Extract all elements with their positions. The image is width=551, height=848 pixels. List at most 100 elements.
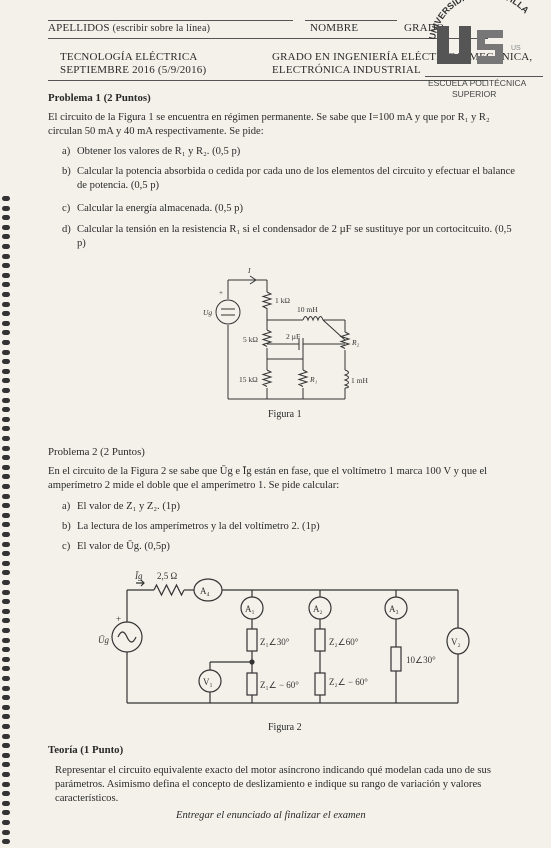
binding-ring — [2, 752, 10, 758]
binding-ring — [2, 455, 10, 461]
binding-ring — [2, 205, 10, 211]
label-z2a: Z₂∠60° — [329, 637, 359, 647]
binding-ring — [2, 340, 10, 345]
binding-ring — [2, 282, 10, 288]
label-rs: 2,5 Ω — [157, 571, 178, 581]
theory-title: Teoría (1 Punto) — [48, 744, 124, 756]
resistor-r2 — [339, 331, 351, 349]
item-text: Calcular la potencia absorbida o cedida … — [77, 166, 515, 191]
label-10mh: 10 mH — [297, 305, 318, 314]
label-r1: R₁ — [309, 375, 318, 384]
apellidos-hint: (escribir sobre la línea) — [112, 23, 211, 34]
problem1-intro-line-1: El circuito de la Figura 1 se encuentra … — [48, 112, 490, 123]
impedance-z2-neg60 — [314, 672, 326, 696]
logo-school-2: SUPERIOR — [452, 89, 496, 99]
item-text: Calcular la tensión en la resistencia R₁… — [77, 224, 512, 249]
binding-ring — [2, 215, 10, 221]
figure-2-caption: Figura 2 — [268, 722, 302, 733]
binding-ring — [2, 445, 10, 451]
resistor-2-5 — [153, 583, 185, 597]
nombre-line — [305, 20, 397, 21]
binding-ring — [2, 397, 10, 403]
item-text: Calcular la energía almacenada. (0,5 p) — [77, 203, 243, 214]
impedance-z1-30 — [246, 628, 258, 652]
impedance-10-30 — [390, 646, 402, 672]
degree-line-2: ELECTRÓNICA INDUSTRIAL — [272, 64, 421, 76]
binding-ring — [2, 551, 10, 557]
item-text: El valor de Ūg. (0,5p) — [77, 541, 170, 552]
figure-2-circuit: Īg 2,5 Ω A₄ A₁ A₂ A₃ V₂ V₁ Ūg + Z₁∠30° Z… — [98, 571, 470, 704]
course-info: TECNOLOGÍA ELÉCTRICA SEPTIEMBRE 2016 (5/… — [60, 51, 206, 77]
label-5k: 5 kΩ — [243, 335, 258, 344]
binding-ring — [2, 820, 10, 825]
label-a2: A₂ — [313, 604, 323, 614]
voltmeter-v2 — [446, 627, 470, 655]
footer-note: Entregar el enunciado al finalizar el ex… — [176, 810, 366, 821]
figure-1-caption: Figura 1 — [268, 409, 302, 420]
item-label: b) — [62, 166, 71, 177]
binding-ring — [2, 570, 10, 576]
binding-ring — [2, 263, 10, 269]
binding-ring — [2, 810, 10, 816]
impedance-z2-60 — [314, 628, 326, 652]
voltmeter-v1 — [198, 669, 222, 693]
node-dot — [249, 659, 255, 665]
label-plus: + — [116, 614, 121, 624]
label-1mh: 1 mH — [351, 376, 368, 385]
binding-ring — [2, 656, 10, 662]
label-current-i: I — [247, 266, 251, 275]
header-divider — [48, 38, 488, 39]
label-a1: A₁ — [245, 604, 255, 614]
resistor-1k — [261, 291, 273, 309]
label-v1: V₁ — [203, 677, 213, 687]
label-z1b: Z₁∠ − 60° — [260, 680, 299, 690]
current-arrow-ig — [136, 579, 145, 587]
binding-ring — [2, 781, 10, 787]
problem2-intro: En el circuito de la Figura 2 se sabe qu… — [48, 465, 528, 493]
item-label: b) — [62, 521, 71, 532]
binding-ring — [2, 311, 10, 317]
binding-ring — [2, 320, 10, 326]
binding-ring — [2, 618, 10, 624]
current-arrow — [249, 275, 257, 285]
binding-ring — [2, 599, 10, 605]
binding-ring — [2, 762, 10, 768]
binding-ring — [2, 272, 10, 278]
inductor-1mh — [343, 369, 349, 389]
binding-ring — [2, 196, 10, 201]
university-logo: UNIVERSIDAD DE SEVILLA US ESCUELA POLITÉ… — [425, 0, 543, 99]
binding-ring — [2, 426, 10, 432]
label-ug: Ūg — [98, 635, 109, 645]
problem1-intro: El circuito de la Figura 1 se encuentra … — [48, 111, 528, 139]
label-v2: V₂ — [451, 637, 461, 647]
item-label: c) — [62, 541, 71, 552]
logo-letters: US — [511, 45, 521, 52]
ammeter-a3 — [384, 596, 408, 620]
binding-ring — [2, 407, 10, 413]
label-a4: A₄ — [200, 586, 210, 596]
voltage-source-ug — [215, 299, 241, 325]
binding-ring — [2, 330, 10, 336]
resistor-r1 — [297, 369, 309, 387]
binding-ring — [2, 532, 10, 537]
binding-ring — [2, 388, 10, 393]
binding-ring — [2, 493, 10, 499]
binding-ring — [2, 292, 10, 297]
apellidos-label: APELLIDOS — [48, 22, 110, 34]
binding-ring — [2, 695, 10, 701]
exam-date: SEPTIEMBRE 2016 (5/9/2016) — [60, 64, 207, 76]
binding-ring — [2, 743, 10, 749]
label-ug: Ug — [203, 308, 212, 317]
binding-ring — [2, 647, 10, 653]
binding-ring — [2, 378, 10, 384]
grado-label: GRADO — [404, 22, 445, 34]
binding-ring — [2, 685, 10, 691]
binding-ring — [2, 608, 10, 614]
ammeter-a4 — [193, 578, 223, 602]
problem1-title: Problema 1 (2 Puntos) — [48, 92, 151, 104]
item-label: a) — [62, 501, 71, 512]
logo-school-1: ESCUELA POLITÉCNICA — [428, 78, 527, 88]
problem2-title: Problema 2 (2 Puntos) — [48, 446, 145, 458]
problem2-intro-line-2: amperímetro 2 mide el doble que el amper… — [48, 480, 340, 491]
inductor-10mh — [302, 316, 324, 322]
